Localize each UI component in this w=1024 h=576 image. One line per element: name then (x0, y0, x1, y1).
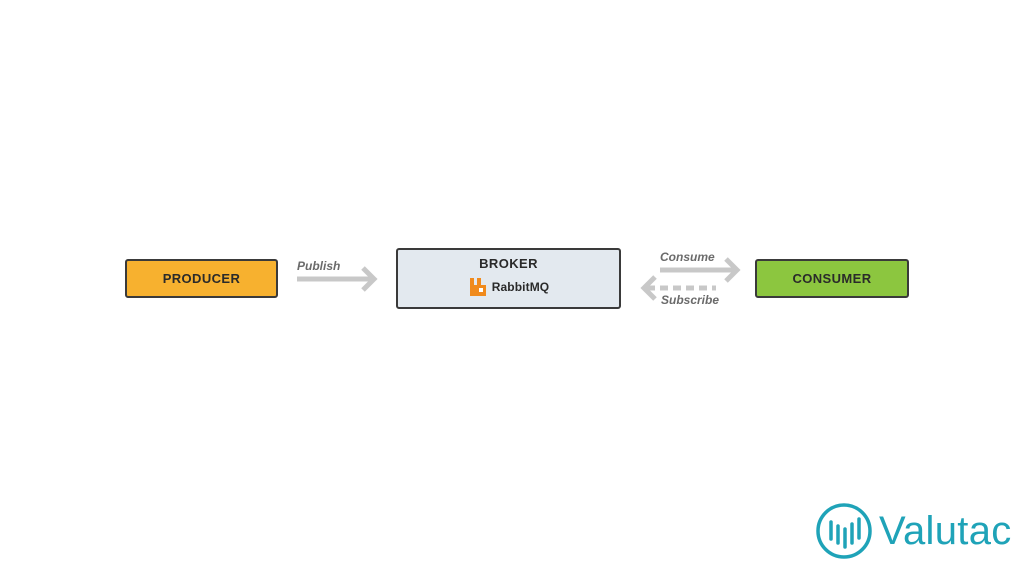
consumer-label: CONSUMER (792, 271, 872, 286)
broker-node: BROKER RabbitMQ (396, 248, 621, 309)
subscribe-arrow (640, 275, 716, 301)
subscribe-label: Subscribe (661, 293, 720, 307)
producer-node: PRODUCER (125, 259, 278, 298)
brand-logo: Valutac (815, 502, 1012, 560)
producer-label: PRODUCER (162, 271, 241, 286)
valutac-logo-icon (816, 503, 872, 559)
rabbitmq-icon (469, 278, 486, 296)
consume-label: Consume (660, 250, 715, 264)
broker-label: BROKER (479, 256, 538, 271)
consume-arrow (660, 257, 741, 283)
publish-label: Publish (297, 259, 341, 273)
rabbitmq-label: RabbitMQ (491, 280, 550, 294)
rabbitmq-badge: RabbitMQ (468, 277, 549, 297)
brand-name: Valutac (879, 508, 1012, 553)
publish-arrow (297, 266, 378, 292)
consumer-node: CONSUMER (755, 259, 909, 298)
